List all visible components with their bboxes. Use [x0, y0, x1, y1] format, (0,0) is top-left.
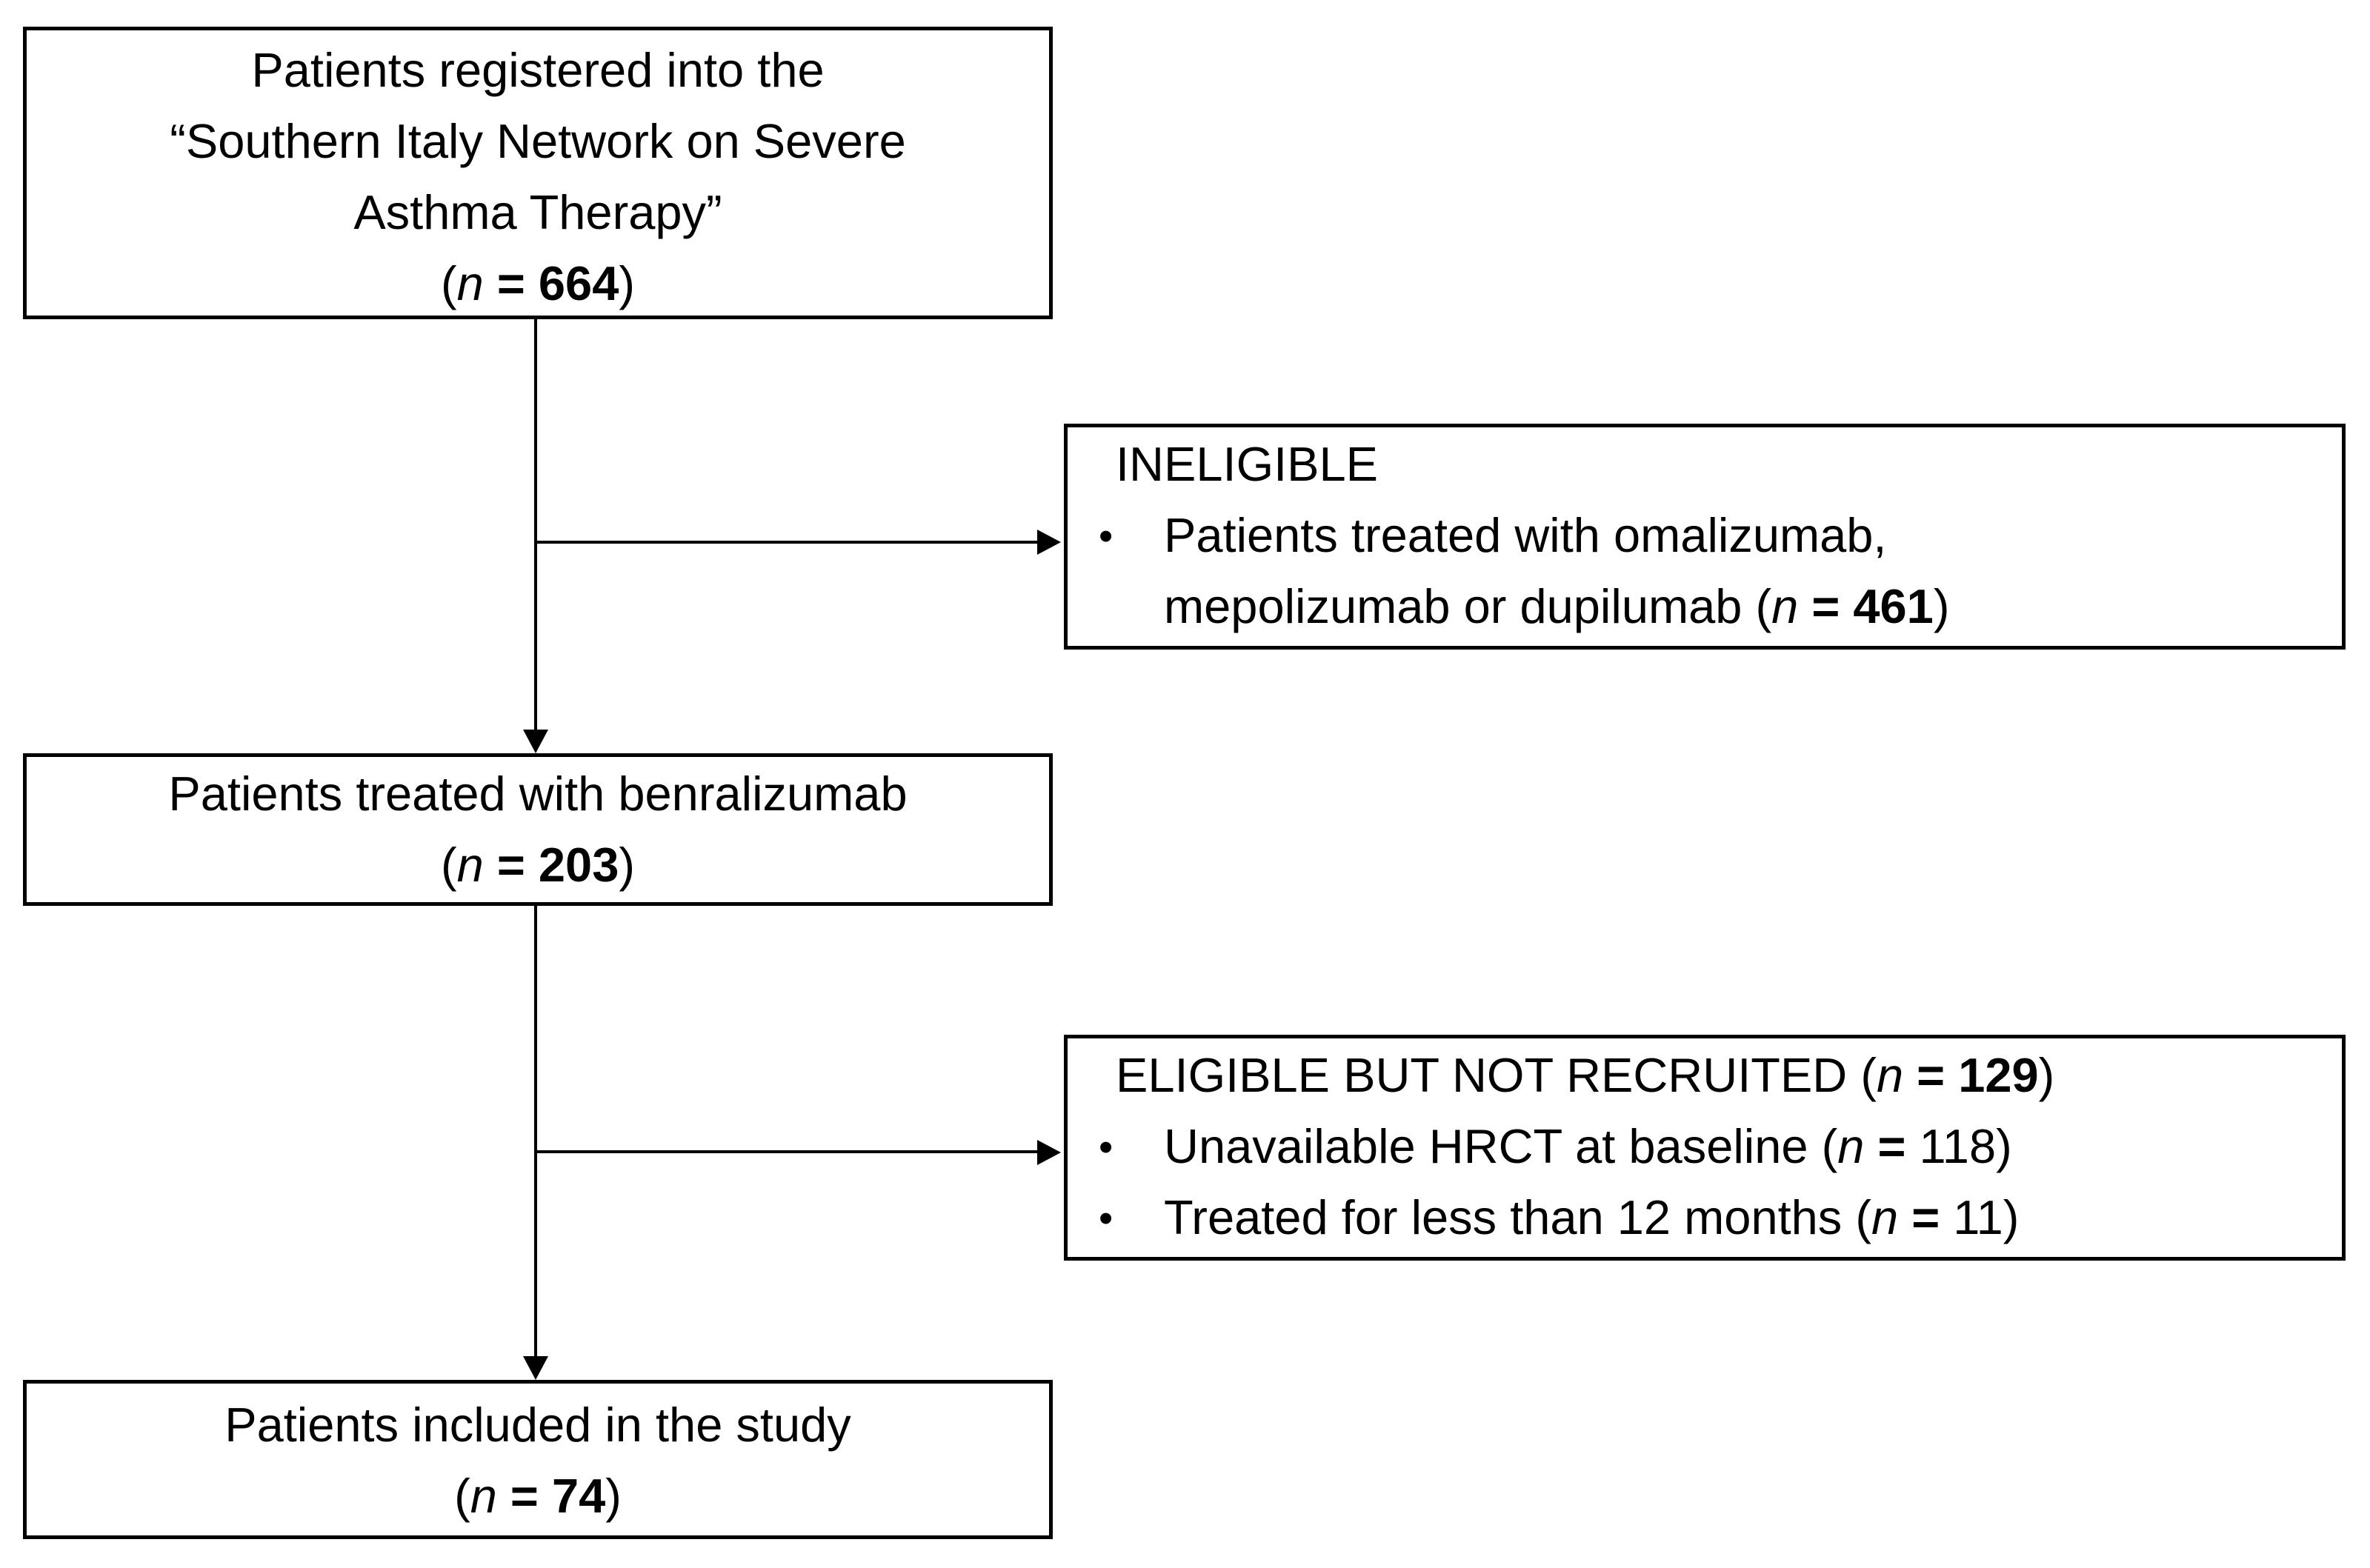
count-value: 118: [1919, 1119, 1997, 1173]
bullet-text: Unavailable HRCT at baseline (n = 118): [1164, 1111, 2342, 1182]
bullet-text: Treated for less than 12 months (n = 11): [1164, 1182, 2342, 1253]
count-var: n: [1876, 1048, 1904, 1102]
count-value: 664: [538, 256, 619, 310]
count-eq: =: [496, 1469, 552, 1523]
count-close: ): [619, 256, 635, 310]
count-value: 129: [1958, 1048, 2039, 1102]
bullet-item: • Patients treated with omalizumab, mepo…: [1068, 500, 2342, 642]
count-var: n: [1771, 579, 1799, 633]
count-var: n: [1837, 1119, 1865, 1173]
count-open: (: [1821, 1119, 1838, 1173]
box-benralizumab: Patients treated with benralizumab (n = …: [23, 753, 1053, 906]
count-open: (: [1755, 579, 1772, 633]
bullet-text-line: Treated for less than 12 months (n = 11): [1164, 1182, 2342, 1253]
arrow-right-icon: [1037, 1140, 1061, 1165]
box-title: INELIGIBLE: [1116, 437, 1379, 491]
connector-top-to-middle: [534, 319, 537, 733]
box-registered-patients: Patients registered into the “Southern I…: [23, 27, 1053, 319]
count-close: ): [2003, 1190, 2020, 1244]
bullet-text-line: mepolizumab or dupilumab (n = 461): [1164, 571, 2342, 642]
box-text-line: Asthma Therapy”: [353, 185, 722, 239]
count-open: (: [441, 256, 457, 310]
arrow-down-icon: [523, 730, 548, 753]
arrow-right-icon: [1037, 530, 1061, 555]
count-close: ): [605, 1469, 622, 1523]
n-count: (n = 74): [27, 1461, 1049, 1532]
bullet-text-line: Unavailable HRCT at baseline (n = 118): [1164, 1111, 2342, 1182]
count-close: ): [1996, 1119, 2012, 1173]
bullet-text-line: Patients treated with omalizumab,: [1164, 508, 1887, 562]
n-count: (n = 664): [27, 248, 1049, 319]
connector-branch-ineligible: [534, 541, 1040, 544]
count-eq: =: [1798, 579, 1854, 633]
count-close: ): [2038, 1048, 2055, 1102]
bullet-icon: •: [1099, 1124, 1114, 1170]
count-eq: =: [1864, 1119, 1920, 1173]
count-open: (: [441, 838, 457, 892]
box-text-line: “Southern Italy Network on Severe: [170, 114, 906, 168]
count-eq: =: [483, 256, 539, 310]
box-text-line: Patients registered into the: [251, 43, 825, 97]
box-included-in-study: Patients included in the study (n = 74): [23, 1380, 1053, 1539]
count-var: n: [456, 838, 484, 892]
box-title: ELIGIBLE BUT NOT RECRUITED (n = 129): [1068, 1040, 2342, 1111]
box-text-line: Patients treated with benralizumab: [168, 767, 908, 821]
count-open: (: [1855, 1190, 1872, 1244]
box-ineligible: INELIGIBLE • Patients treated with omali…: [1064, 424, 2346, 650]
count-close: ): [1933, 579, 1950, 633]
connector-branch-eligible-not-recruited: [534, 1150, 1040, 1153]
bullet-text-segment: Unavailable HRCT at baseline: [1164, 1119, 1822, 1173]
bullet-text-segment: Treated for less than 12 months: [1164, 1190, 1856, 1244]
bullet-item: • Treated for less than 12 months (n = 1…: [1068, 1182, 2342, 1253]
count-eq: =: [1903, 1048, 1959, 1102]
connector-middle-to-bottom: [534, 906, 537, 1360]
count-var: n: [1871, 1190, 1899, 1244]
n-count: (n = 203): [27, 830, 1049, 901]
count-eq: =: [483, 838, 539, 892]
count-var: n: [470, 1469, 497, 1523]
count-value: 461: [1853, 579, 1934, 633]
bullet-text: Patients treated with omalizumab, mepoli…: [1164, 500, 2342, 642]
bullet-text-segment: mepolizumab or dupilumab: [1164, 579, 1756, 633]
bullet-icon: •: [1099, 513, 1114, 558]
box-eligible-not-recruited: ELIGIBLE BUT NOT RECRUITED (n = 129) • U…: [1064, 1035, 2346, 1261]
count-value: 74: [551, 1469, 606, 1523]
bullet-item: • Unavailable HRCT at baseline (n = 118): [1068, 1111, 2342, 1182]
count-value: 11: [1953, 1190, 2003, 1244]
count-open: (: [454, 1469, 470, 1523]
count-var: n: [456, 256, 484, 310]
box-text-line: Patients included in the study: [224, 1398, 851, 1452]
arrow-down-icon: [523, 1356, 548, 1380]
count-value: 203: [538, 838, 619, 892]
count-open: (: [1860, 1048, 1877, 1102]
box-title-text: ELIGIBLE BUT NOT RECRUITED: [1116, 1048, 1861, 1102]
count-close: ): [619, 838, 635, 892]
count-eq: =: [1898, 1190, 1954, 1244]
bullet-icon: •: [1099, 1195, 1114, 1241]
